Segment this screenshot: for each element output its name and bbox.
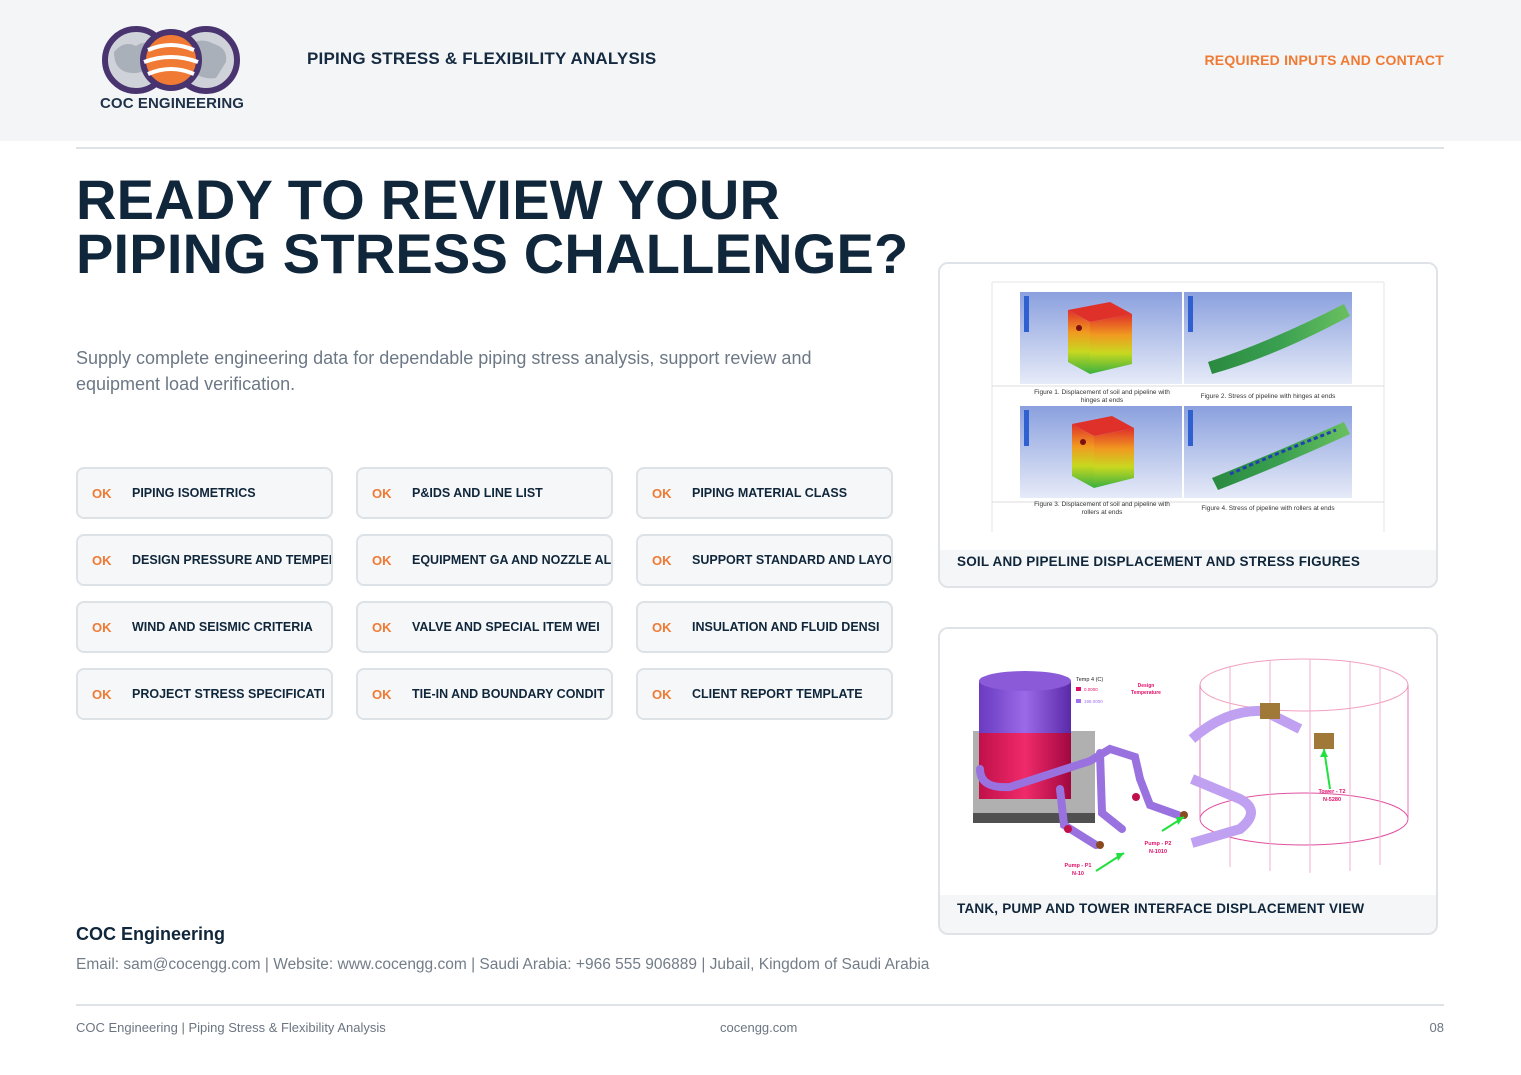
footer-website[interactable]: cocengg.com [720, 1020, 798, 1035]
legend-title: Temp 4 (C) [1076, 677, 1103, 683]
pump-p1-label: Pump - P1 [1065, 863, 1092, 869]
ok-badge: OK [372, 552, 392, 568]
checklist-item[interactable]: OK EQUIPMENT GA AND NOZZLE AL [356, 534, 613, 586]
figure-2-caption: Figure 2. Stress of pipeline with hinges… [1201, 393, 1337, 400]
headline-line-1: READY TO REVIEW YOUR [76, 168, 781, 231]
page-number: 08 [1429, 1020, 1444, 1035]
figure-3-caption-b: rollers at ends [1082, 509, 1124, 516]
checklist-item-label: INSULATION AND FLUID DENSI [692, 620, 880, 634]
design-temperature-label-2: Temperature [1131, 690, 1161, 696]
checklist-item[interactable]: OK PROJECT STRESS SPECIFICATI [76, 668, 333, 720]
checklist-item[interactable]: OK PIPING MATERIAL CLASS [636, 467, 893, 519]
checklist-item[interactable]: OK SUPPORT STANDARD AND LAYOU [636, 534, 893, 586]
checklist-item-label: TIE-IN AND BOUNDARY CONDIT [412, 687, 605, 701]
checklist-item-label: VALVE AND SPECIAL ITEM WEI [412, 620, 600, 634]
figure-4-caption: Figure 4. Stress of pipeline with roller… [1201, 505, 1335, 512]
headline-line-2: PIPING STRESS CHALLENGE? [76, 222, 909, 285]
legend-value-2: 198.0000 [1084, 699, 1103, 704]
ok-badge: OK [92, 686, 112, 702]
checklist-item[interactable]: OK TIE-IN AND BOUNDARY CONDIT [356, 668, 613, 720]
checklist-item-label: PIPING MATERIAL CLASS [692, 486, 848, 500]
checklist-item-label: PROJECT STRESS SPECIFICATI [132, 687, 325, 701]
checklist-item[interactable]: OK VALVE AND SPECIAL ITEM WEI [356, 601, 613, 653]
company-name: COC Engineering [76, 924, 226, 944]
checklist-item-label: P&IDS AND LINE LIST [412, 486, 543, 500]
figure-card-caption: TANK, PUMP AND TOWER INTERFACE DISPLACEM… [957, 901, 1365, 916]
design-temperature-label-1: Design [1138, 683, 1155, 689]
figure-3-caption-a: Figure 3. Displacement of soil and pipel… [1034, 501, 1170, 508]
fea-results-image: Figure 1. Displacement of soil and pipel… [991, 281, 1385, 532]
piping-model-image: Temp 4 (C) 0.0000 198.0000 Design Temper… [973, 658, 1409, 877]
input-checklist: OK PIPING ISOMETRICS OK P&IDS AND LINE L… [76, 467, 893, 720]
ok-badge: OK [652, 485, 672, 501]
ok-badge: OK [92, 619, 112, 635]
figure-1-caption-b: hinges at ends [1081, 397, 1124, 404]
ok-badge: OK [652, 619, 672, 635]
legend-value-1: 0.0000 [1084, 687, 1098, 692]
ok-badge: OK [92, 485, 112, 501]
checklist-item[interactable]: OK DESIGN PRESSURE AND TEMPER [76, 534, 333, 586]
figure-card-interface: Temp 4 (C) 0.0000 198.0000 Design Temper… [938, 627, 1438, 935]
intro-paragraph: Supply complete engineering data for dep… [76, 348, 812, 394]
footer-document-title: COC Engineering | Piping Stress & Flexib… [76, 1020, 386, 1035]
figure-card-caption: SOIL AND PIPELINE DISPLACEMENT AND STRES… [957, 554, 1361, 569]
checklist-item[interactable]: OK INSULATION AND FLUID DENSI [636, 601, 893, 653]
pump-p2-nozzle: N-1010 [1149, 849, 1167, 855]
checklist-item-label: WIND AND SEISMIC CRITERIA [132, 620, 313, 634]
tower-nozzle: N-5280 [1323, 797, 1341, 803]
checklist-item[interactable]: OK WIND AND SEISMIC CRITERIA [76, 601, 333, 653]
header-divider [76, 147, 1444, 149]
ok-badge: OK [372, 619, 392, 635]
ok-badge: OK [652, 686, 672, 702]
header-title: PIPING STRESS & FLEXIBILITY ANALYSIS [307, 49, 657, 68]
pump-p1-nozzle: N-10 [1072, 871, 1084, 877]
ok-badge: OK [92, 552, 112, 568]
soil-pipeline-figure: Figure 1. Displacement of soil and pipel… [940, 264, 1436, 550]
checklist-item-label: EQUIPMENT GA AND NOZZLE AL [412, 553, 611, 567]
checklist-item[interactable]: OK CLIENT REPORT TEMPLATE [636, 668, 893, 720]
ok-badge: OK [652, 552, 672, 568]
figure-card-soil-pipeline: Figure 1. Displacement of soil and pipel… [938, 262, 1438, 588]
checklist-item-label: DESIGN PRESSURE AND TEMPER [132, 553, 331, 567]
checklist-item-label: PIPING ISOMETRICS [132, 486, 256, 500]
pump-p2-label: Pump - P2 [1145, 841, 1172, 847]
page-header: COC ENGINEERING PIPING STRESS & FLEXIBIL… [0, 0, 1521, 141]
coc-logo [102, 26, 240, 94]
checklist-item[interactable]: OK PIPING ISOMETRICS [76, 467, 333, 519]
figure-1-caption-a: Figure 1. Displacement of soil and pipel… [1034, 389, 1170, 396]
ok-badge: OK [372, 686, 392, 702]
interface-displacement-figure: Temp 4 (C) 0.0000 198.0000 Design Temper… [940, 629, 1436, 895]
ok-badge: OK [372, 485, 392, 501]
logo-wordmark: COC ENGINEERING [100, 95, 245, 112]
checklist-item-label: CLIENT REPORT TEMPLATE [692, 687, 863, 701]
page-headline: READY TO REVIEW YOUR PIPING STRESS CHALL… [76, 168, 936, 285]
tower-label: Tower - T2 [1318, 789, 1345, 795]
required-inputs-link[interactable]: REQUIRED INPUTS AND CONTACT [1204, 52, 1444, 68]
checklist-item-label: SUPPORT STANDARD AND LAYOU [692, 553, 891, 567]
contact-details: Email: sam@cocengg.com | Website: www.co… [76, 956, 930, 973]
footer-divider [76, 1004, 1444, 1006]
checklist-item[interactable]: OK P&IDS AND LINE LIST [356, 467, 613, 519]
